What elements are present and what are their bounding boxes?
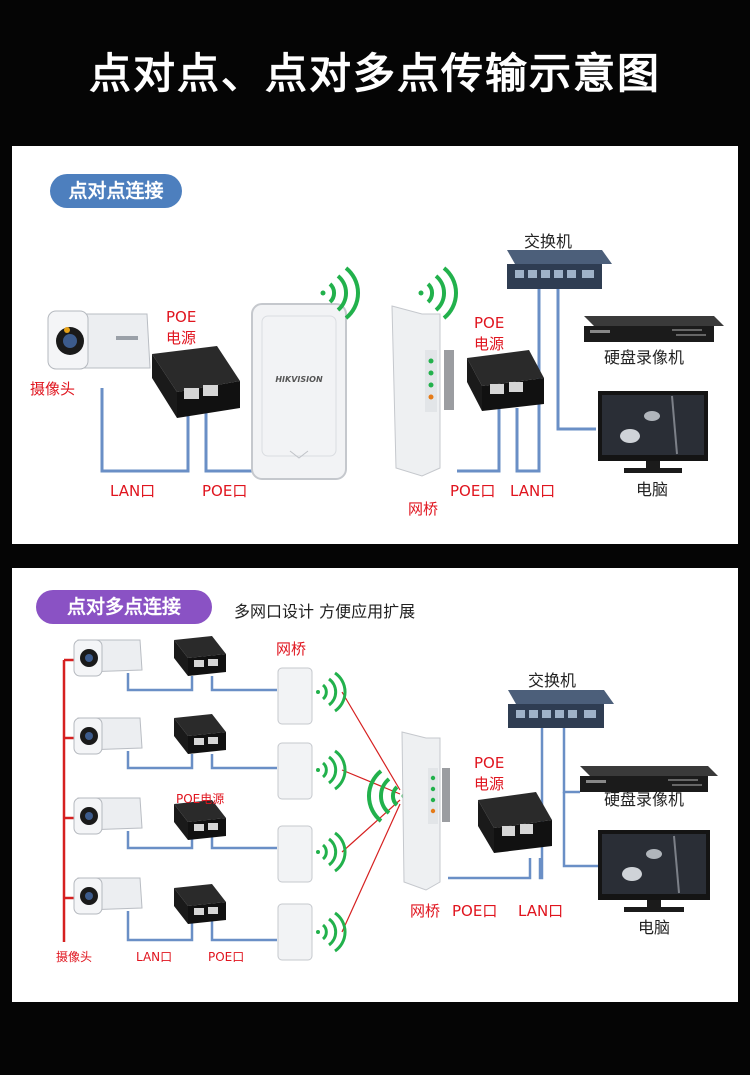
poe-injector-icon <box>152 346 240 418</box>
poe-injector-icon <box>478 792 552 853</box>
wifi-icon <box>418 266 458 320</box>
switch-label: 交换机 <box>524 232 573 251</box>
camera-icon <box>47 310 151 370</box>
poe-label-line2: 电源 <box>166 329 197 347</box>
poe-port-label: POE口 <box>208 950 245 964</box>
wifi-icon <box>316 749 347 791</box>
bridge-unit-icon: HIKVISION <box>251 303 347 480</box>
p2mp-panel: 点对多点连接 多网口设计 方便应用扩展 网桥 POE电源 摄像头 LAN口 PO… <box>12 568 738 1002</box>
switch-icon <box>508 690 614 728</box>
poe-right-label-line2: 电源 <box>474 775 505 793</box>
poe-injector-icon <box>174 800 226 840</box>
bridge-top-label: 网桥 <box>276 640 307 658</box>
brand-logo: HIKVISION <box>275 375 323 384</box>
poe-injector-icon <box>174 884 226 924</box>
camera-label: 摄像头 <box>56 950 93 964</box>
nvr-label: 硬盘录像机 <box>604 348 685 367</box>
nvr-label: 硬盘录像机 <box>604 790 685 809</box>
camera-icon <box>73 877 143 915</box>
poe-port-label-right: POE口 <box>452 902 498 920</box>
lan-port-label-right: LAN口 <box>518 902 564 920</box>
wifi-icon <box>316 671 347 713</box>
poe-label-line1: POE <box>166 308 197 326</box>
bridge-unit-icon <box>277 825 313 883</box>
p2mp-diagram <box>62 636 718 961</box>
monitor-icon <box>598 391 708 473</box>
poe-injector-icon <box>174 636 226 676</box>
wifi-icon <box>316 831 347 873</box>
pc-label: 电脑 <box>638 918 671 937</box>
monitor-icon <box>598 830 710 912</box>
poe-port-label: POE口 <box>202 482 248 500</box>
bridge-unit-icon <box>277 903 313 961</box>
switch-icon <box>507 250 612 289</box>
bridge-unit-icon <box>277 667 313 725</box>
lan-port-label-right: LAN口 <box>510 482 556 500</box>
bridge-side-icon <box>401 731 450 891</box>
poe-injector-icon <box>174 714 226 754</box>
p2p-panel: HIKVISION <box>12 146 738 544</box>
poe-port-label-right: POE口 <box>450 482 496 500</box>
page-title: 点对点、点对多点传输示意图 <box>88 49 661 98</box>
wifi-icon <box>367 769 407 823</box>
bridge-unit-icon <box>277 742 313 800</box>
p2mp-header-pill: 点对多点连接 <box>36 590 212 624</box>
wifi-icon <box>316 911 347 953</box>
wifi-icon <box>320 266 360 320</box>
camera-icon <box>73 639 143 677</box>
feature-note: 多网口设计 方便应用扩展 <box>234 602 416 621</box>
pc-label: 电脑 <box>636 480 669 499</box>
lan-port-label: LAN口 <box>110 482 156 500</box>
poe-mid-label: POE电源 <box>176 792 225 806</box>
poe-injector-icon <box>467 350 544 411</box>
camera-icon <box>73 717 143 755</box>
camera-label: 摄像头 <box>30 380 76 398</box>
bridge-label: 网桥 <box>408 500 439 518</box>
bridge-label: 网桥 <box>410 902 441 920</box>
switch-label: 交换机 <box>528 671 577 690</box>
p2p-header-pill: 点对点连接 <box>50 174 182 208</box>
nvr-icon <box>580 766 718 792</box>
lan-port-label: LAN口 <box>136 950 173 964</box>
bridge-side-icon <box>391 305 454 477</box>
p2p-diagram: HIKVISION <box>47 250 724 480</box>
poe-right-label-line1: POE <box>474 314 505 332</box>
poe-right-label-line1: POE <box>474 754 505 772</box>
nvr-icon <box>584 316 724 342</box>
poe-right-label-line2: 电源 <box>474 335 505 353</box>
camera-icon <box>73 797 143 835</box>
